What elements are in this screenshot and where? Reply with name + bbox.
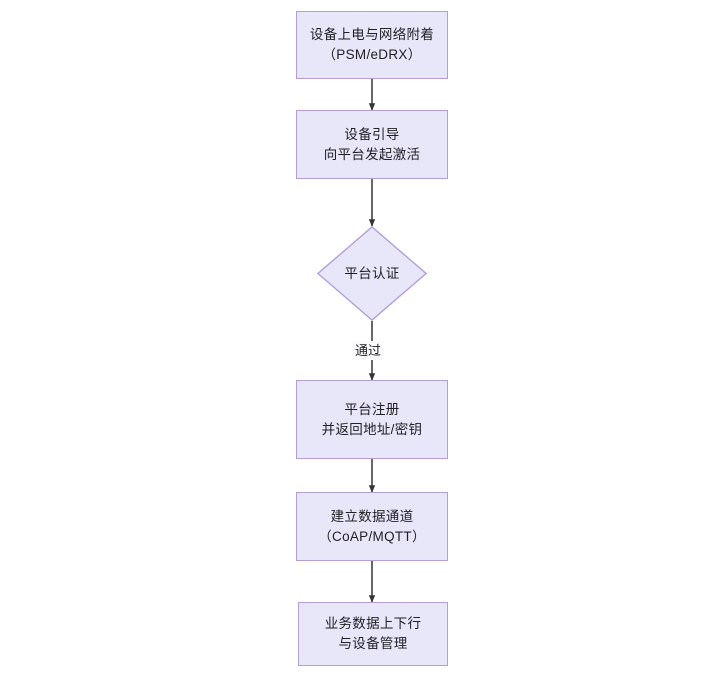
- node-data-channel-line-1: 建立数据通道: [330, 508, 414, 524]
- node-bootstrap-line-2: 向平台发起激活: [323, 146, 421, 162]
- node-power-on[interactable]: 设备上电与网络附着 （PSM/eDRX）: [296, 11, 448, 79]
- node-power-on-line-2: （PSM/eDRX）: [322, 47, 422, 62]
- node-service-data-line-1: 业务数据上下行: [324, 616, 422, 631]
- node-platform-register-line-2: 并返回地址/密钥: [321, 421, 423, 437]
- node-bootstrap-line-1: 设备引导: [344, 126, 400, 142]
- node-data-channel[interactable]: 建立数据通道 （CoAP/MQTT）: [296, 492, 448, 561]
- diamond-shape: [317, 226, 427, 321]
- node-platform-register-line-1: 平台注册: [344, 401, 400, 417]
- node-power-on-line-1: 设备上电与网络附着: [309, 27, 435, 42]
- node-platform-auth[interactable]: 平台认证: [317, 226, 427, 321]
- node-bootstrap[interactable]: 设备引导 向平台发起激活: [296, 110, 448, 179]
- edge-label-pass: 通过: [352, 341, 385, 360]
- node-platform-auth-label: 平台认证: [344, 265, 400, 281]
- node-service-data[interactable]: 业务数据上下行 与设备管理: [298, 602, 448, 666]
- node-service-data-line-2: 与设备管理: [338, 636, 408, 651]
- node-platform-register[interactable]: 平台注册 并返回地址/密钥: [296, 380, 448, 459]
- node-data-channel-line-2: （CoAP/MQTT）: [318, 528, 426, 544]
